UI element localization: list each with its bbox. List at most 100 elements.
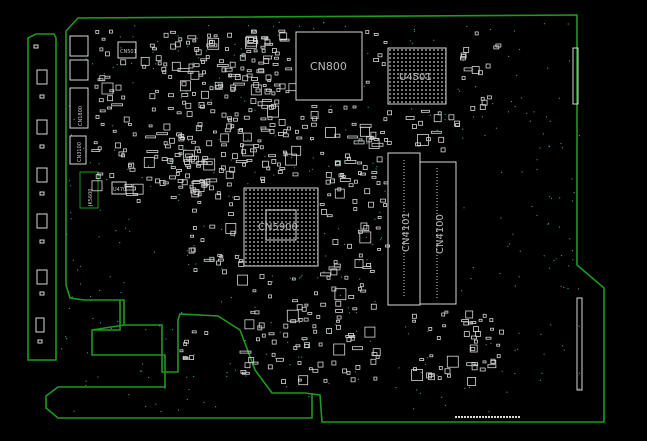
passive-part [193,268,198,273]
passive-part [155,178,160,184]
via [240,48,242,50]
via [270,322,272,324]
via [518,332,520,334]
passive-part [104,75,111,79]
via [369,340,371,342]
passive-part [353,179,358,184]
passive-part [281,379,287,385]
passive-part [496,354,501,359]
via [578,372,581,374]
passive-part [109,29,113,34]
passive-part [266,166,271,171]
passive-part [179,80,191,92]
via [217,83,219,85]
passive-part [437,376,442,381]
passive-part [485,63,491,69]
passive-part [461,54,466,57]
passive-part [373,58,380,62]
passive-part [419,358,425,362]
passive-part [261,36,268,40]
passive-part [95,29,100,34]
passive-part [185,102,192,109]
passive-part [261,104,269,109]
via [132,82,134,84]
passive-part [238,260,245,267]
via [372,243,374,246]
via [190,167,192,169]
passive-part [234,112,239,117]
via [193,375,195,378]
via [155,403,157,405]
passive-part [241,371,250,375]
passive-part [136,199,141,203]
cn4101-label: CN4101 [401,212,412,252]
via [348,312,350,314]
passive-part [255,337,260,342]
passive-part [387,110,393,116]
passive-part [240,66,245,71]
passive-part [170,166,176,170]
passive-part [101,82,114,95]
passive-part [201,90,209,99]
via [247,183,249,185]
passive-part [267,364,273,370]
passive-part [228,73,232,78]
passive-part [260,179,265,184]
via [413,28,415,30]
passive-part [207,101,213,105]
passive-part [461,76,466,80]
passive-part [146,176,153,181]
passive-part [179,349,184,353]
passive-part [373,376,378,381]
via [72,259,74,261]
via [113,149,116,151]
via [567,288,569,290]
via [312,157,314,159]
passive-part [176,132,183,137]
via [313,28,315,30]
cn3100-label: CN3100 [77,142,83,162]
passive-part [418,120,424,126]
cn5900-core [265,209,297,241]
via [457,88,459,90]
via [379,239,382,241]
passive-part [362,165,368,171]
passive-part [358,138,363,142]
via [73,118,75,120]
passive-part [251,58,256,63]
passive-part [242,162,247,167]
via [177,409,180,411]
passive-part [353,140,365,145]
passive-part [276,88,281,92]
passive-part [224,128,231,133]
via [405,326,407,328]
via [184,157,186,159]
main-board-outline [65,14,605,423]
passive-part [433,114,442,123]
passive-part [371,142,384,147]
passive-part [178,37,183,42]
passive-part [274,56,279,60]
via [328,165,330,167]
passive-part [325,127,337,138]
passive-part [197,200,202,204]
via [98,163,100,165]
via [317,277,319,279]
via [365,236,367,238]
passive-part [212,130,217,134]
via [379,211,381,213]
via [492,103,494,105]
passive-part [286,58,291,61]
passive-part [328,109,333,113]
passive-part [463,331,470,338]
passive-part [229,73,241,77]
passive-part [383,41,388,44]
via [466,25,468,28]
passive-part [381,62,386,66]
via [543,23,546,25]
via [374,300,376,303]
via [184,149,186,151]
via [472,267,474,269]
via [85,384,87,387]
via [499,272,501,275]
